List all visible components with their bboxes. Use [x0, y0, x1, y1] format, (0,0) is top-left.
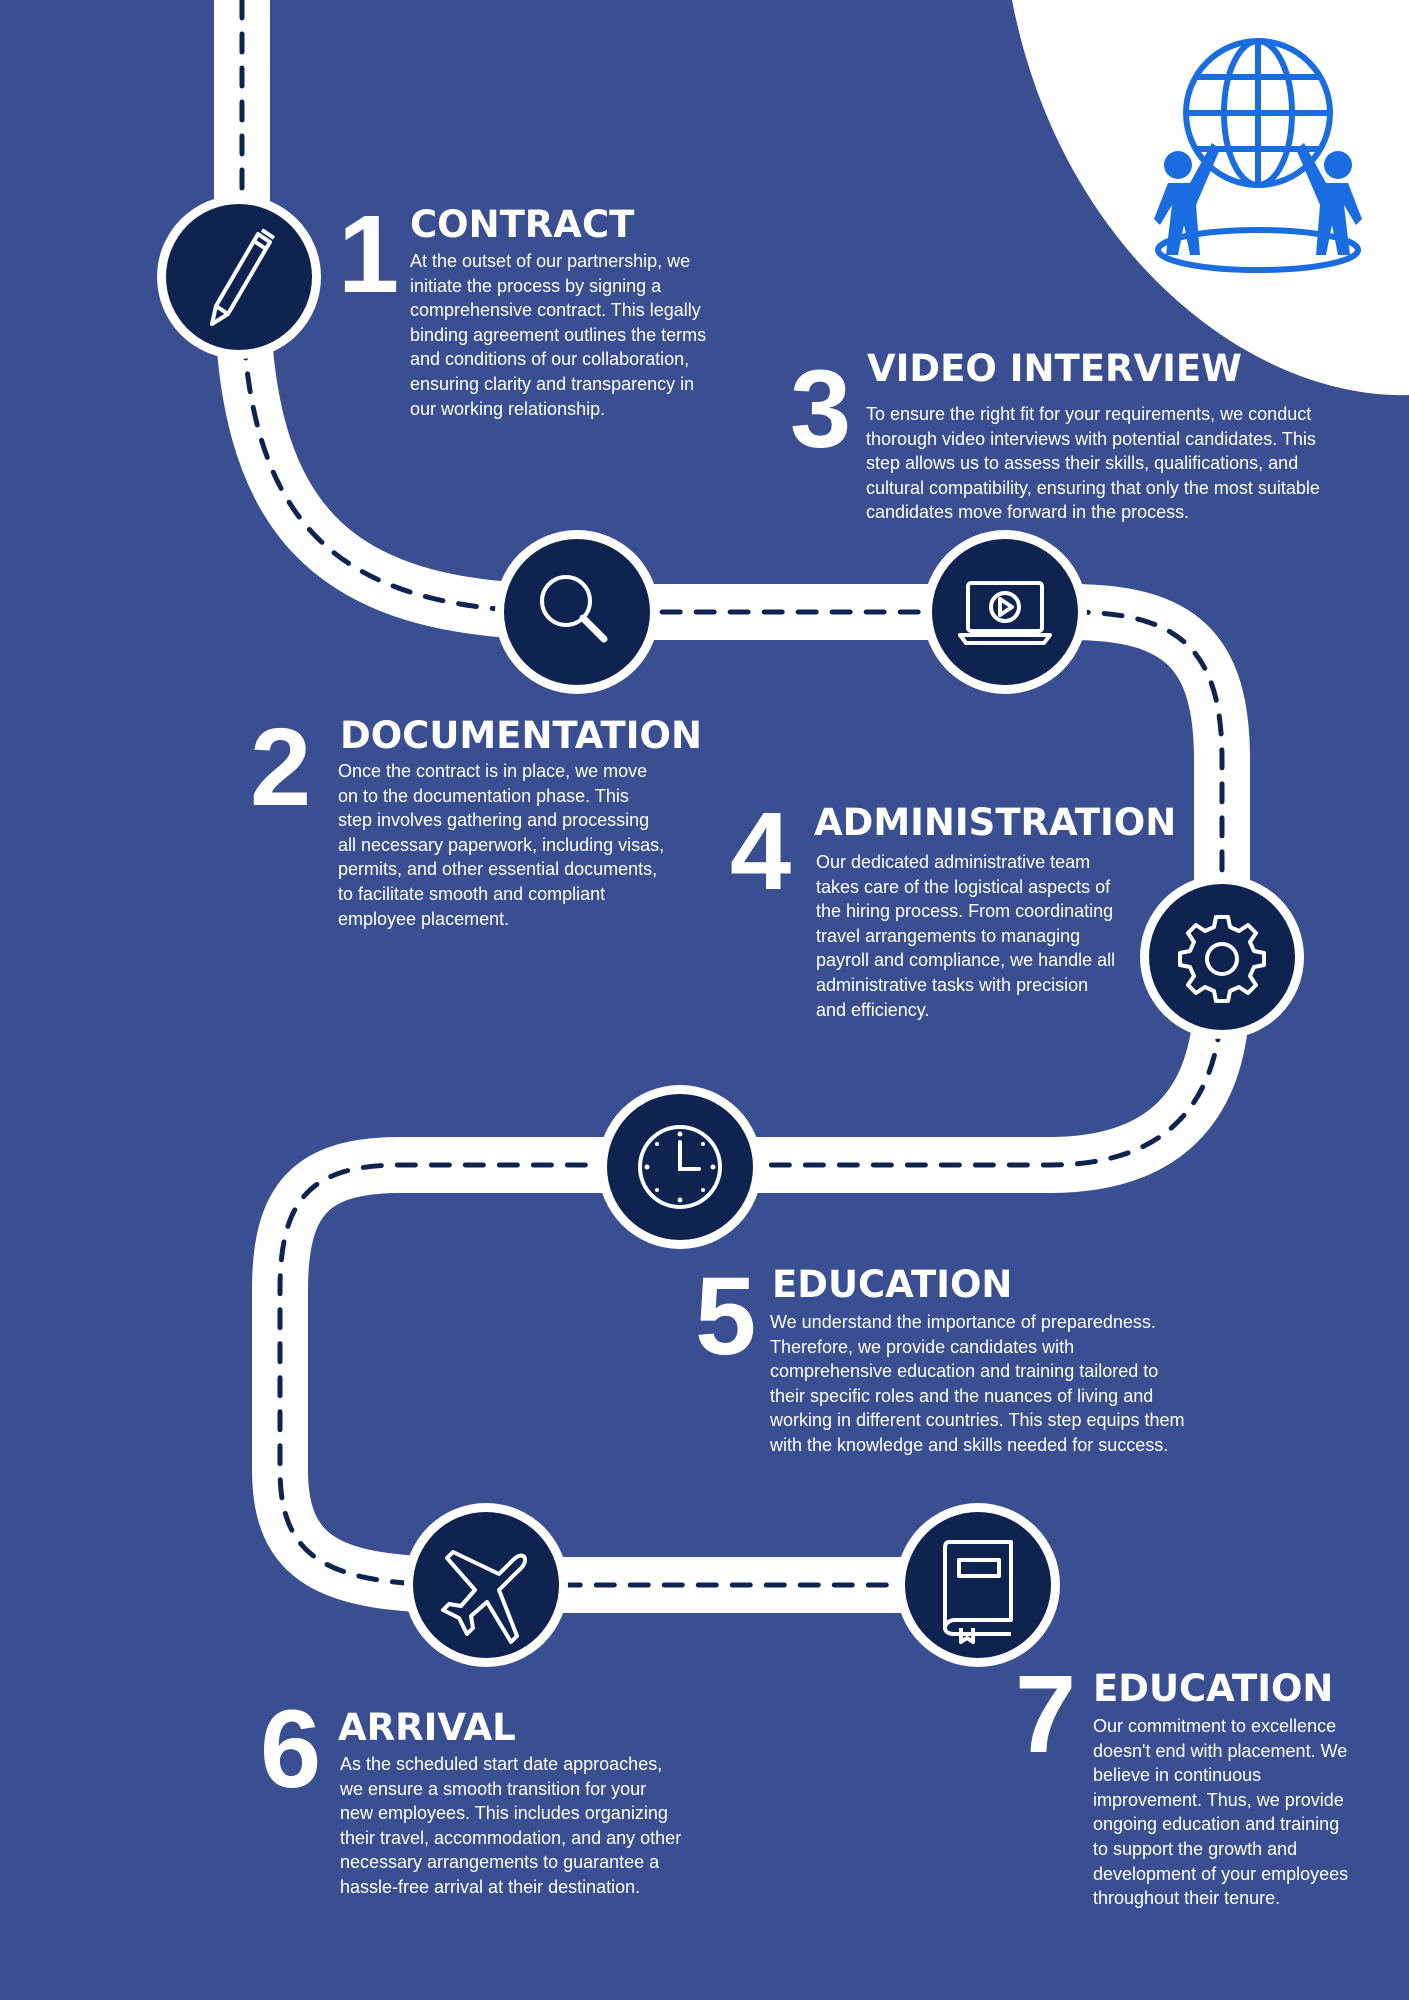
step-1-title: CONTRACT — [410, 203, 635, 246]
step-1-description: At the outset of our partnership, we ini… — [410, 251, 707, 419]
laptop-video-icon — [958, 581, 1052, 645]
gear-icon — [1178, 915, 1266, 1003]
step-2-number: 2 — [250, 706, 312, 829]
step-6-number: 6 — [260, 1688, 322, 1811]
globe-with-people-icon — [1154, 38, 1362, 273]
step-1-node — [157, 195, 321, 359]
step-3-title: VIDEO INTERVIEW — [867, 347, 1242, 390]
step-4-node — [1140, 875, 1304, 1039]
step-4-title: ADMINISTRATION — [814, 801, 1177, 844]
airplane-icon — [441, 1550, 527, 1644]
step-1-number: 1 — [338, 193, 400, 316]
step-5-node — [598, 1085, 762, 1249]
clock-icon — [638, 1125, 722, 1209]
step-6-title: ARRIVAL — [338, 1706, 516, 1749]
step-7-title: EDUCATION — [1093, 1667, 1334, 1710]
step-5-number: 5 — [695, 1255, 757, 1378]
step-7-description: Our commitment to excellence doesn't end… — [1093, 1716, 1349, 1909]
book-icon — [943, 1540, 1013, 1644]
step-5-description: We understand the importance of prepared… — [770, 1312, 1185, 1455]
step-5-title: EDUCATION — [772, 1263, 1013, 1306]
step-3-number: 3 — [790, 348, 852, 471]
step-2-title: DOCUMENTATION — [340, 714, 702, 757]
magnifier-icon — [540, 575, 608, 643]
step-4-number: 4 — [730, 790, 792, 913]
step-3-description: To ensure the right fit for your require… — [866, 404, 1320, 523]
step-3-node — [923, 530, 1087, 694]
step-6-node — [404, 1503, 568, 1667]
pencil-icon — [210, 228, 276, 326]
step-7-number: 7 — [1015, 1653, 1077, 1776]
step-6-description: As the scheduled start date approaches, … — [340, 1754, 682, 1897]
step-2-description: Once the contract is in place, we move o… — [338, 761, 665, 929]
step-7-node — [896, 1503, 1060, 1667]
step-2-node — [495, 530, 659, 694]
step-4-description: Our dedicated administrative team takes … — [816, 852, 1116, 1020]
